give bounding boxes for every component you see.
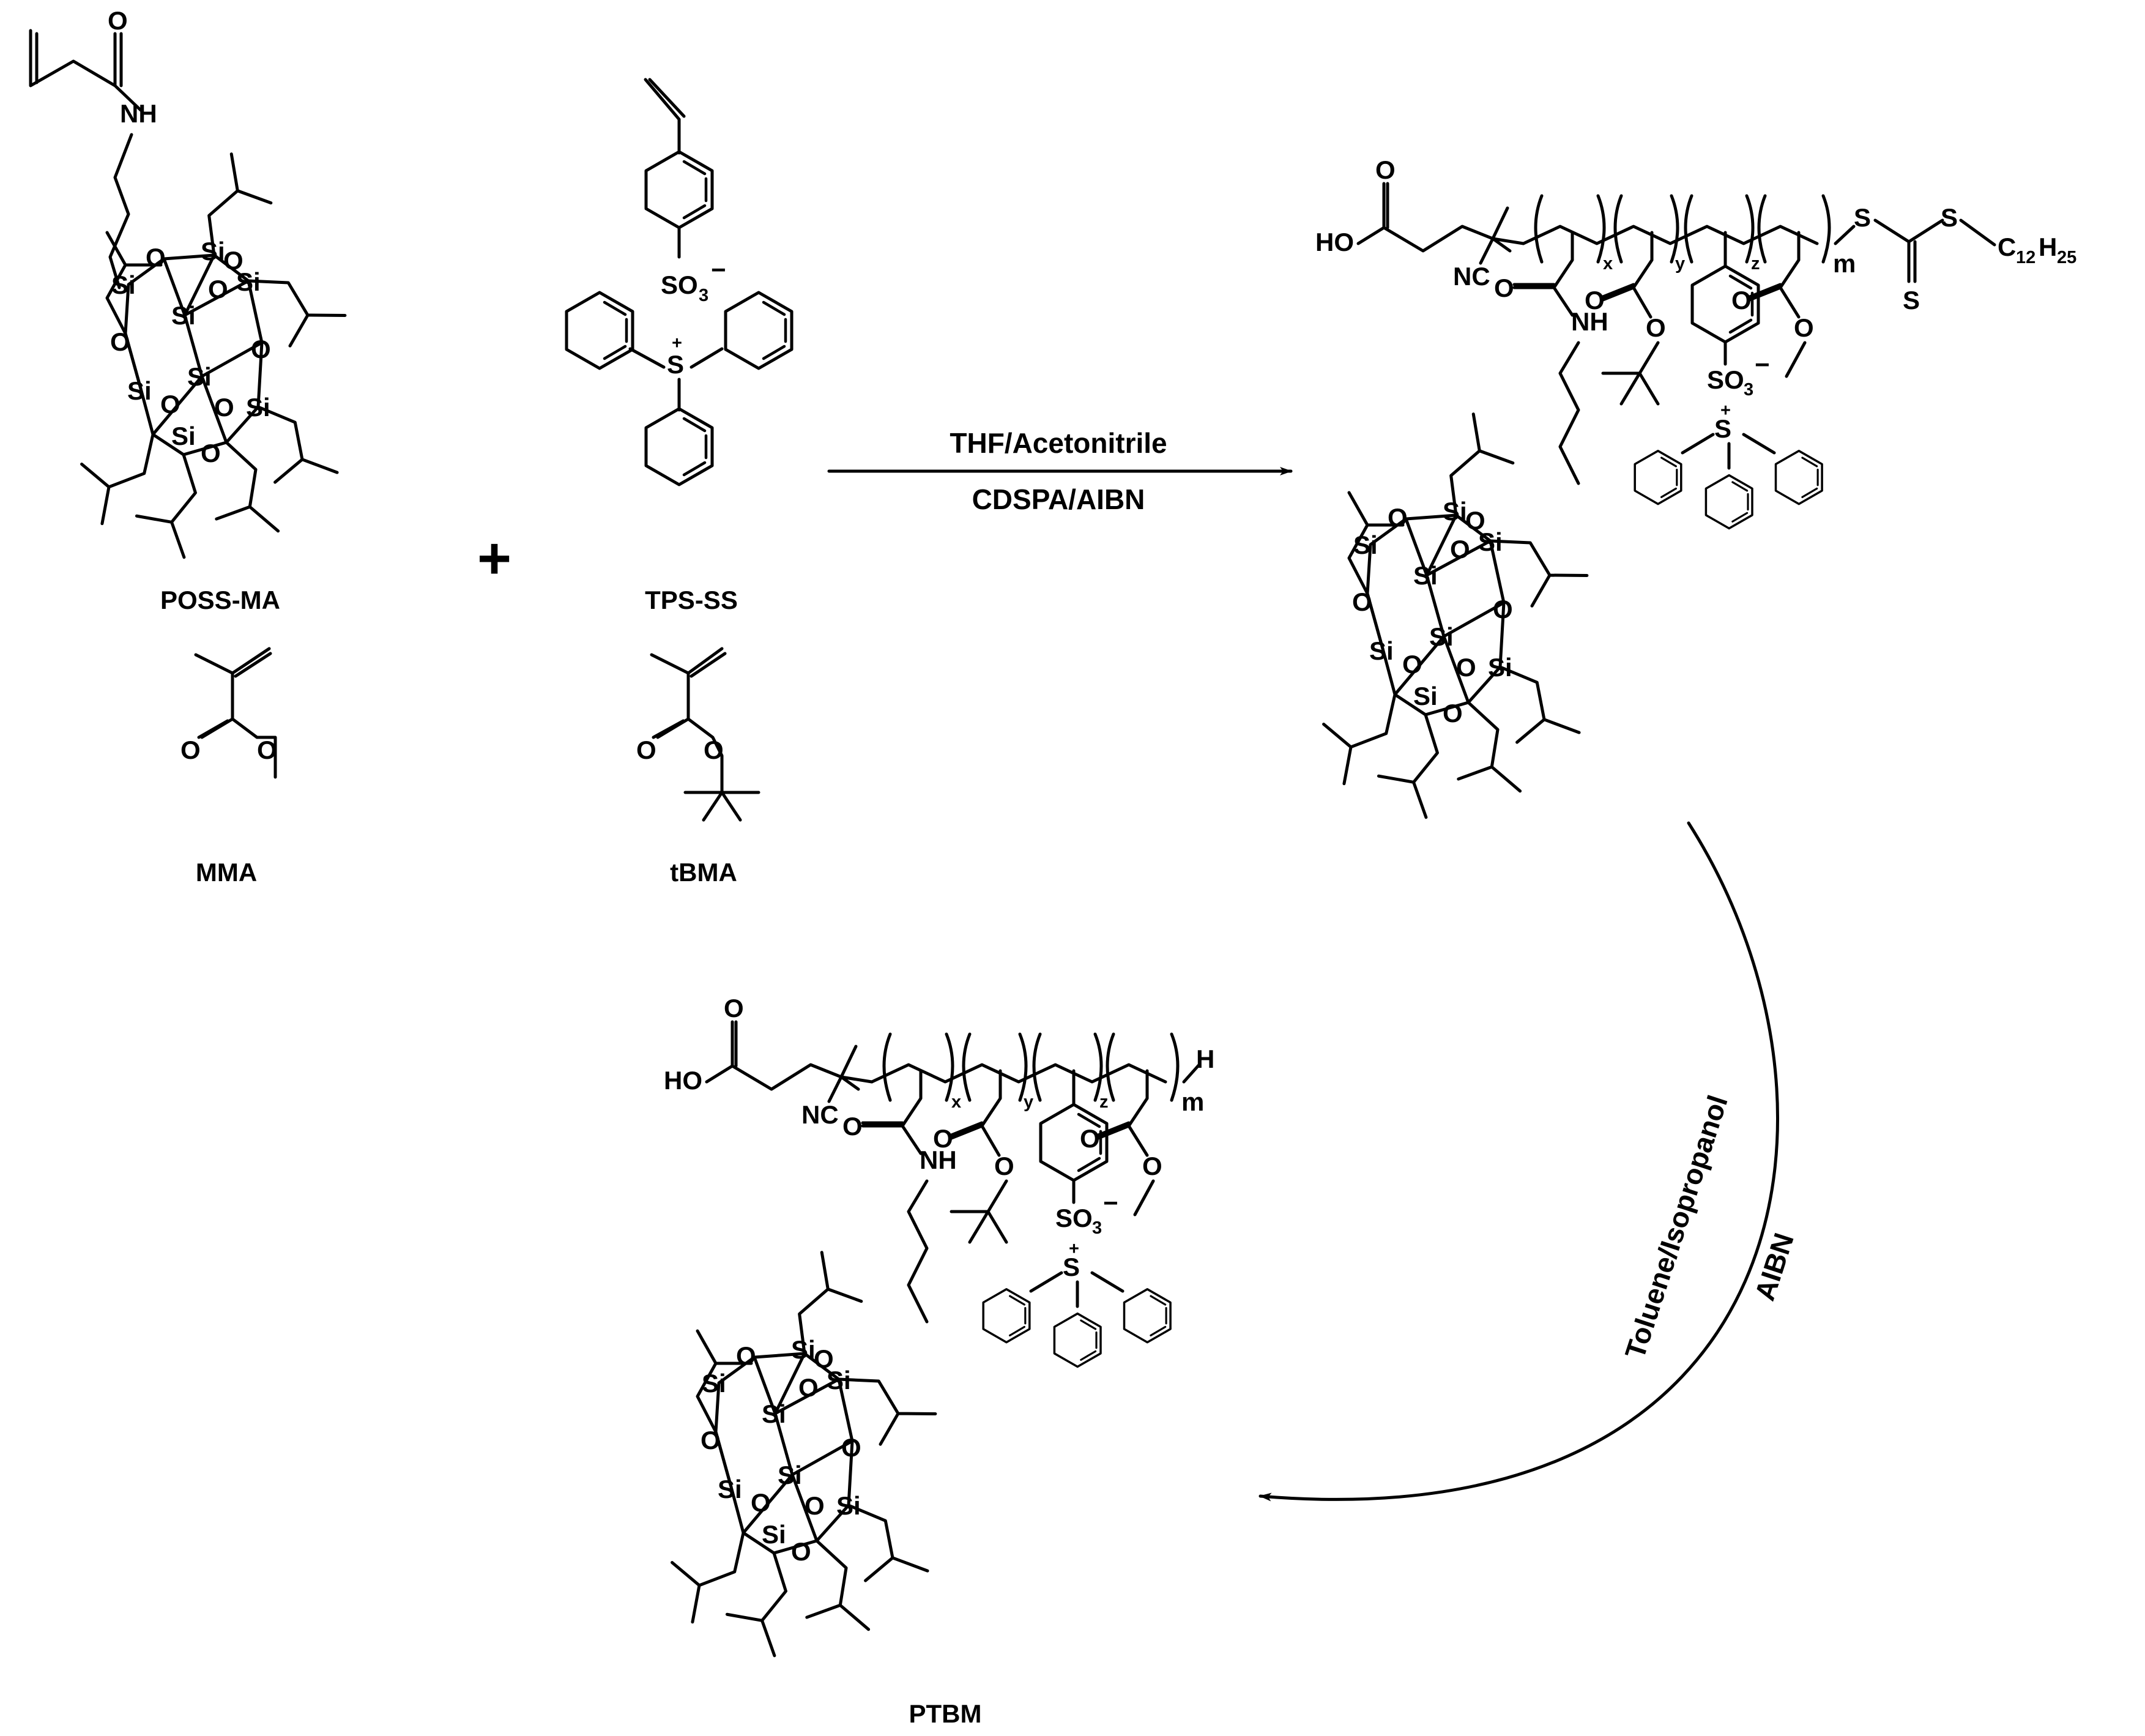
ttc-s-2: S xyxy=(1941,203,1958,232)
step1-reagents: CDSPA/AIBN xyxy=(972,483,1145,515)
mma-o-1: O xyxy=(180,736,201,764)
tbma-o-2: O xyxy=(704,736,724,764)
step2-reagent: AIBN xyxy=(1749,1229,1800,1305)
tps-sulfonate-charge: − xyxy=(711,255,726,284)
poss-ma-structure: O NH xyxy=(29,6,345,557)
tbma-o-1: O xyxy=(636,736,656,764)
tps-sulfonate: SO xyxy=(661,270,698,299)
mma-structure: O O xyxy=(180,647,277,779)
ttc-s-1: S xyxy=(1854,203,1871,232)
ptbm-end-h: H xyxy=(1196,1045,1214,1073)
poss-ma-o: O xyxy=(108,6,128,35)
dodecyl-c: C xyxy=(1998,233,2016,261)
tps-sulfonium-charge: + xyxy=(672,333,682,353)
product-ptbm-structure: H xyxy=(652,994,1214,1656)
ttc-s-3: S xyxy=(1903,286,1920,315)
intermediate-polymer: S S S C 12 H 25 xyxy=(1303,155,2076,818)
tps-ss-structure: SO 3 − + S xyxy=(567,78,792,485)
mma-o-2: O xyxy=(257,736,277,764)
tps-ss-label: TPS-SS xyxy=(645,586,738,614)
tps-sulfonium-s: S xyxy=(667,350,684,379)
dodecyl-c-sub: 12 xyxy=(2016,248,2035,267)
mma-label: MMA xyxy=(196,858,257,887)
step2-solvent: Toluene/Isopropanol xyxy=(1619,1092,1734,1363)
dodecyl-h-sub: 25 xyxy=(2057,248,2076,267)
tbma-structure: O O xyxy=(636,647,760,822)
tbma-label: tBMA xyxy=(670,858,737,887)
poss-ma-label: POSS-MA xyxy=(160,586,280,614)
reaction-arrow-2 xyxy=(1258,821,1779,1502)
tps-sulfonate-3: 3 xyxy=(699,286,708,305)
step1-solvent: THF/Acetonitrile xyxy=(950,427,1167,459)
plus-sign: + xyxy=(477,526,511,591)
ptbm-label: PTBM xyxy=(909,1699,982,1728)
dodecyl-h: H xyxy=(2039,233,2057,261)
poss-ma-nh: NH xyxy=(120,99,157,128)
